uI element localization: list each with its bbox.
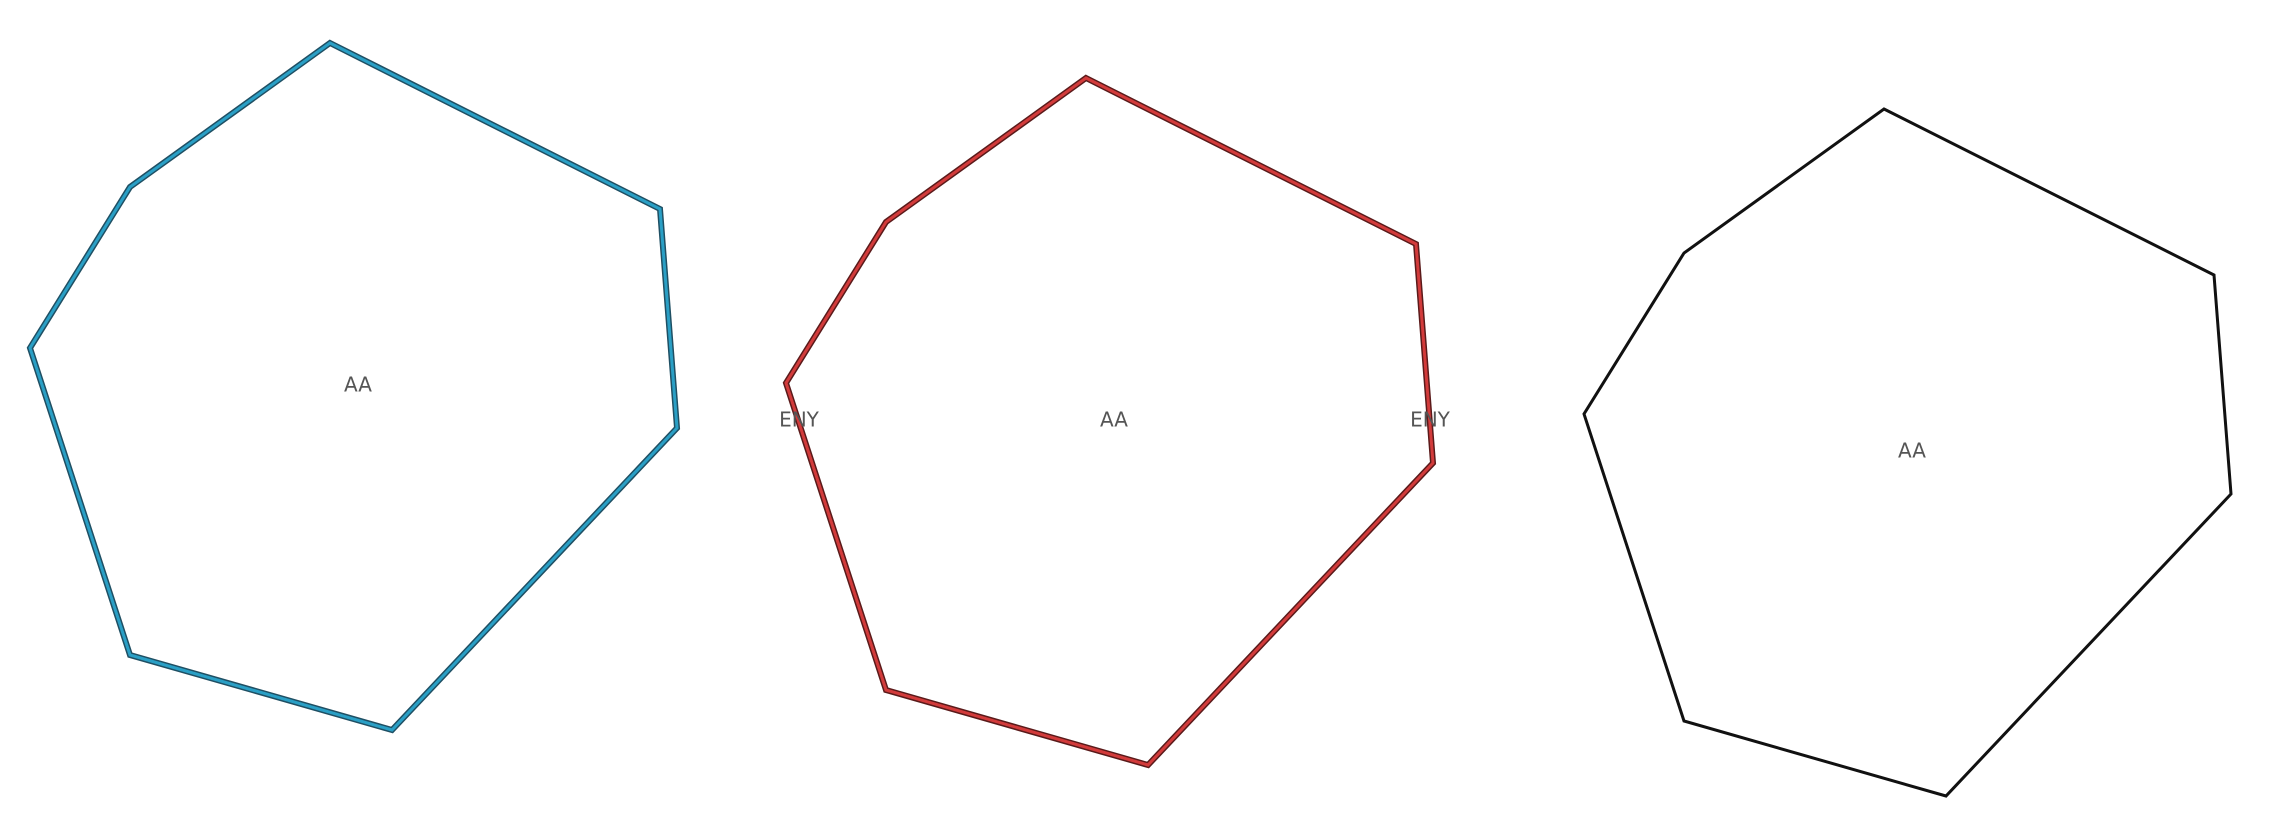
heptagon-blue-inner-line [28, 41, 679, 732]
heptagon-black-center-label: AA [1898, 439, 1926, 463]
heptagon-blue-center-label: AA [344, 373, 372, 397]
heptagon-black-outline [1582, 107, 2233, 798]
heptagon-red-edge-label-right: ENY [1410, 408, 1451, 432]
heptagon-blue: AA [26, 39, 681, 734]
heptagon-red-inner-line [784, 76, 1435, 767]
heptagon-black: AA [1582, 107, 2233, 798]
heptagon-red: AA ENY ENY [779, 74, 1451, 769]
heptagon-red-center-label: AA [1100, 408, 1128, 432]
heptagon-red-edge-label-left: ENY [779, 408, 820, 432]
